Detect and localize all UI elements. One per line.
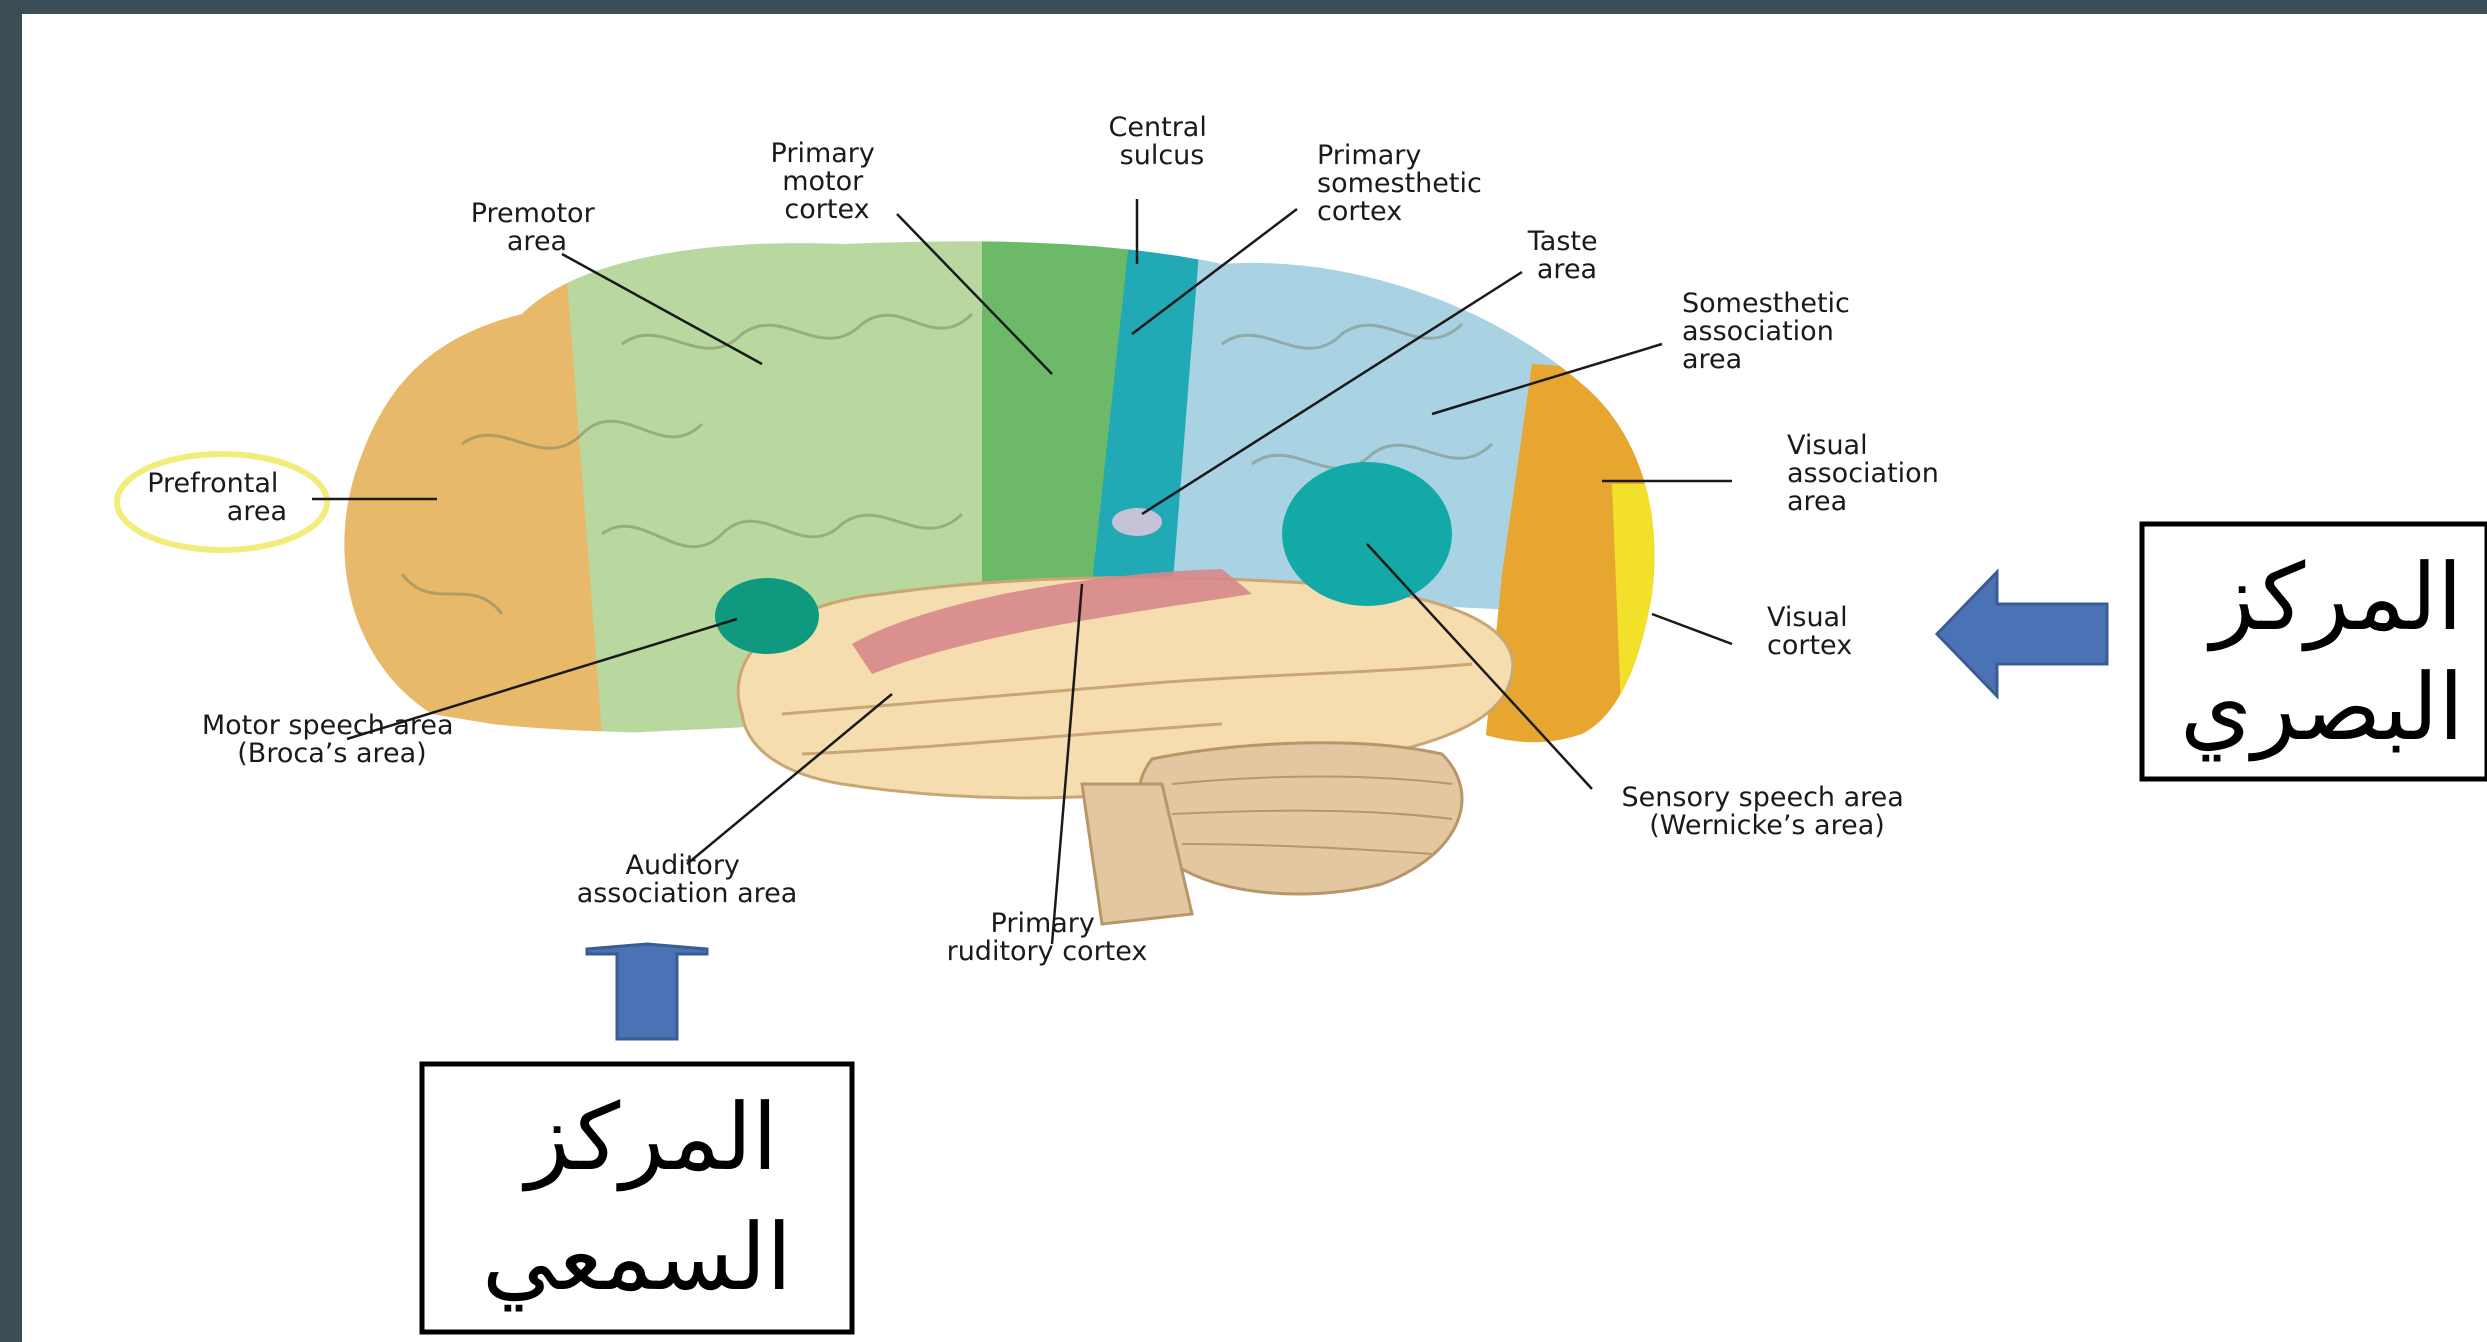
brain-diagram: Primary motor cortex Central sulcus Prim…: [22, 14, 2487, 1342]
label-primary-somesthetic: Primary somesthetic cortex: [1317, 140, 1490, 227]
label-central-sulcus: Central sulcus: [1109, 112, 1216, 171]
label-somesthetic-association: Somesthetic association area: [1682, 288, 1858, 375]
label-broca: Motor speech area (Broca’s area): [202, 710, 462, 769]
visual-cortex-region: [1612, 484, 1702, 734]
taste-area: [1112, 508, 1162, 536]
label-auditory-association: Auditory association area: [577, 850, 798, 909]
label-visual-association: Visual association area: [1787, 430, 1947, 517]
label-prefrontal: Prefrontal area: [147, 468, 287, 527]
up-arrow: [587, 944, 707, 1039]
left-arrow: [1937, 572, 2107, 696]
label-taste: Taste area: [1527, 226, 1606, 285]
diagram-frame: Primary motor cortex Central sulcus Prim…: [22, 14, 2487, 1342]
label-premotor: Premotor area: [471, 198, 604, 257]
wernicke-area: [1282, 462, 1452, 606]
broca-area: [715, 578, 819, 654]
label-wernicke: Sensory speech area (Wernicke’s area): [1622, 782, 1913, 841]
cerebellum: [1138, 743, 1462, 894]
prefrontal-region: [322, 214, 602, 774]
label-visual-cortex: Visual cortex: [1767, 602, 1856, 661]
label-primary-motor: Primary motor cortex: [771, 138, 884, 225]
